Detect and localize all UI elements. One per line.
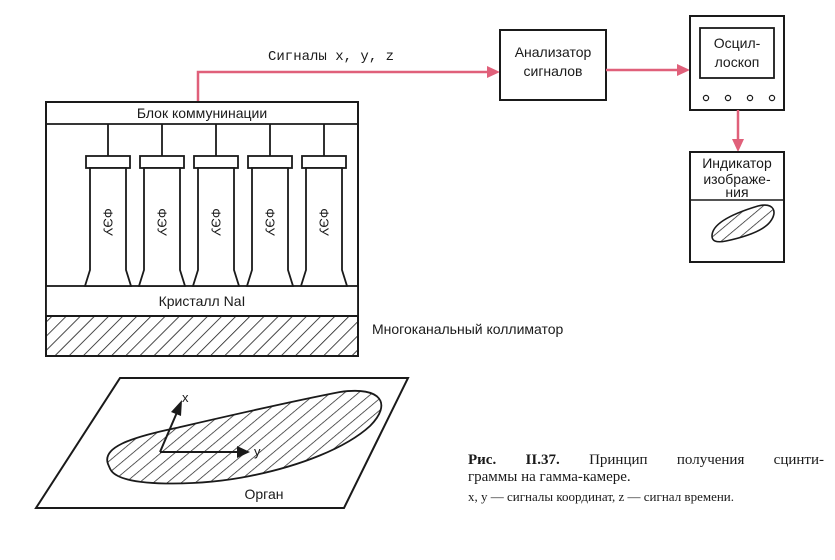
pmt-body: [299, 167, 349, 287]
pmt-group: ФЭУ ФЭУ ФЭУ ФЭУ ФЭУ: [83, 124, 349, 287]
figure-caption: Рис. II.37. Принцип получения сцинти- гр…: [468, 452, 824, 505]
analyzer-box: Анализатор сигналов: [499, 29, 607, 101]
axis-x-arrow: [171, 400, 182, 416]
signal-connection: Сигналы x, y, z: [196, 49, 500, 102]
pmt-label: ФЭУ: [317, 208, 332, 236]
analyzer-label-2: сигналов: [524, 63, 583, 79]
pmt-body: [191, 167, 241, 287]
oscilloscope: Осцил- лоскоп: [689, 15, 785, 111]
pmt-label: ФЭУ: [101, 208, 116, 236]
indicator-label-2: изображе-: [703, 171, 771, 187]
organ-label-bg: [236, 484, 292, 504]
organ-label: Орган: [245, 486, 284, 502]
pmt-tube: ФЭУ: [299, 124, 349, 287]
caption-note: x, y — сигналы координат, z — сигнал вре…: [468, 489, 734, 504]
pmt-tube: ФЭУ: [137, 124, 187, 287]
collimator-label: Многоканальный коллиматор: [372, 321, 564, 337]
scope-label-1: Осцил-: [714, 35, 761, 51]
pmt-label: ФЭУ: [209, 208, 224, 236]
axis-x-label: x: [182, 390, 189, 405]
pmt-body: [137, 167, 187, 287]
pmt-tube: ФЭУ: [83, 124, 133, 287]
organ-shape: [106, 390, 383, 485]
axis-x-line: [159, 409, 179, 453]
analyzer-to-scope-connection: [606, 64, 690, 76]
scope-knob: [746, 94, 754, 102]
image-indicator: Индикатор изображе- ния: [689, 151, 785, 263]
pmt-body: [245, 167, 295, 287]
pmt-cap: [301, 155, 347, 169]
indicator-image-shape: [711, 204, 775, 243]
pmt-label: ФЭУ: [263, 208, 278, 236]
signals-label: Сигналы x, y, z: [268, 49, 394, 65]
scope-to-indicator-connection: [732, 110, 744, 152]
collimator-layer: [45, 315, 359, 357]
caption-line-2: граммы на гамма-камере.: [468, 469, 631, 485]
caption-line-1: Рис. II.37. Принцип получения сцинти-: [468, 452, 824, 469]
scope-knob: [702, 94, 710, 102]
pmt-label: ФЭУ: [155, 208, 170, 236]
crystal-label: Кристалл NaI: [159, 293, 246, 309]
analyzer-label-1: Анализатор: [515, 44, 592, 60]
pmt-cap: [247, 155, 293, 169]
comm-block-label: Блок коммунинации: [137, 105, 267, 121]
caption-title-1: Принцип получения сцинти-: [559, 452, 824, 468]
axis-y-arrow: [237, 446, 250, 458]
scope-knob: [768, 94, 776, 102]
pmt-cap: [193, 155, 239, 169]
scope-knob: [724, 94, 732, 102]
pmt-body: [83, 167, 133, 287]
pmt-cap: [139, 155, 185, 169]
pmt-tube: ФЭУ: [245, 124, 295, 287]
axis-y-label: y: [254, 444, 261, 459]
caption-number: Рис. II.37.: [468, 452, 560, 468]
pmt-cap: [85, 155, 131, 169]
pmt-tube: ФЭУ: [191, 124, 241, 287]
indicator-label-3: ния: [725, 184, 748, 200]
indicator-label-1: Индикатор: [702, 155, 772, 171]
organ-plane: Орган: [34, 377, 410, 509]
scope-label-2: лоскоп: [715, 54, 760, 70]
coordinate-axes: x y: [159, 390, 261, 459]
